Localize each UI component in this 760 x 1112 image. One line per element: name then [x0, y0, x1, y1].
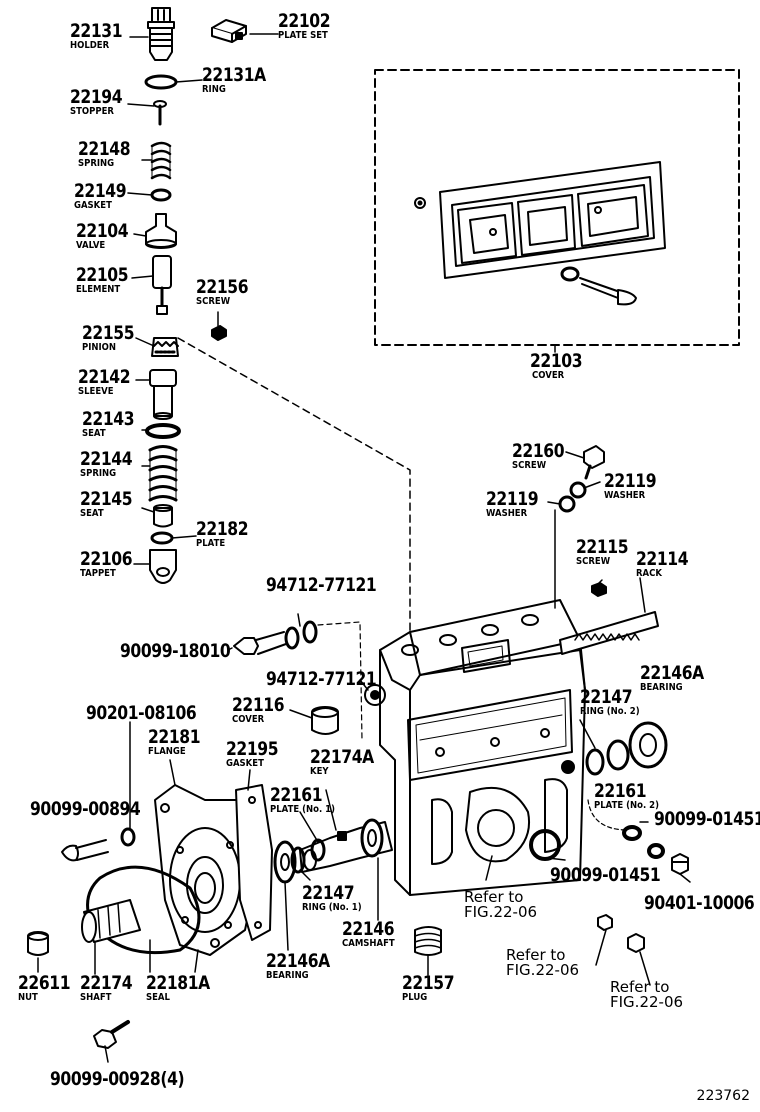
label-90099-00928: 90099-00928(4): [50, 1068, 185, 1090]
nut-22611-part: [27, 931, 49, 956]
alignment-dashed-line: [177, 337, 411, 641]
element-part: [152, 255, 172, 315]
label-90099-01451-right: 90099-01451: [654, 808, 760, 830]
valve-part: [145, 213, 177, 249]
label-90099-01451-mid: 90099-01451: [550, 864, 661, 886]
plate-set-part: [211, 19, 247, 43]
screw-22160-part: [583, 445, 605, 480]
washer-90099-b: [647, 843, 665, 859]
screw-part: [211, 325, 227, 341]
gasket-22195-part: [235, 784, 273, 941]
plug-ring-part: [529, 829, 561, 861]
label-94712-bottom: 94712-77121: [266, 668, 377, 690]
washer-a-part: [569, 481, 587, 499]
label-90401-10006: 90401-10006: [644, 892, 755, 914]
cover-screw-part: [560, 266, 637, 306]
tappet-part: [149, 549, 177, 584]
lower-seat-part: [153, 504, 173, 528]
sleeve-part: [149, 369, 177, 420]
bolt-left-part: [61, 839, 109, 862]
label-90099-00894: 90099-00894: [30, 798, 141, 820]
rack-part: [559, 611, 659, 655]
cover-detail-box: [374, 69, 740, 346]
pump-housing: [364, 599, 586, 896]
spring-part: [150, 141, 172, 180]
bearing-right-part: [585, 721, 668, 776]
ring-22147-part: [290, 846, 306, 874]
cover-part: [414, 161, 666, 279]
holder-part: [147, 7, 175, 61]
ring-part: [144, 74, 178, 90]
camshaft-part: [299, 818, 393, 873]
nut-ref-a: [597, 914, 613, 931]
cover-22116-part: [311, 706, 339, 735]
stopper-part: [153, 100, 167, 126]
plate-22161-part: [310, 838, 326, 862]
plug-22157-part: [414, 926, 442, 956]
figure-number: 223762: [696, 1088, 750, 1104]
gasket-part: [150, 188, 172, 202]
nut-ref-b: [627, 933, 645, 953]
label-90099-18010: 90099-18010: [120, 640, 231, 662]
spring-large-part: [148, 445, 178, 502]
screw-22115-part: [591, 582, 607, 597]
plate-part: [150, 531, 174, 545]
washer-90099-00894: [120, 827, 136, 847]
bolt-90099-18010-part: [233, 620, 363, 741]
seat-part: [145, 423, 181, 439]
bolt-90099-00928-part: [93, 1020, 130, 1049]
label-94712-top: 94712-77121: [266, 574, 377, 596]
pinion-part: [151, 337, 179, 357]
leader-lines: [127, 33, 279, 565]
label-90201-08106: 90201-08106: [86, 702, 197, 724]
bolt-90401-part: [671, 853, 689, 875]
washer-90099-a: [622, 825, 642, 841]
shaft-22174-part: [81, 899, 141, 943]
washer-b-part: [558, 495, 576, 513]
